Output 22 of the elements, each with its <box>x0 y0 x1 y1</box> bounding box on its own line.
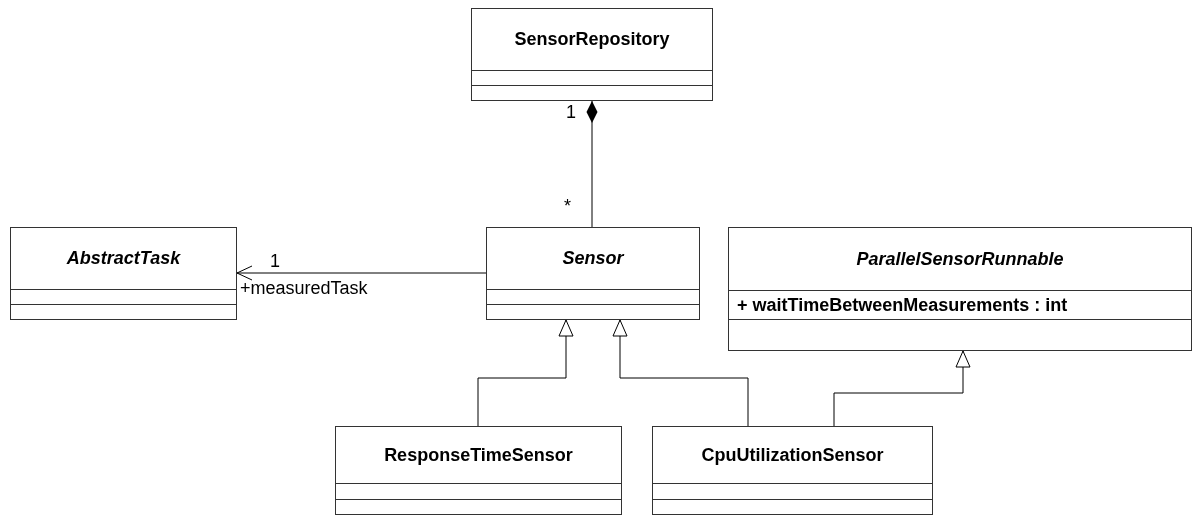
multiplicity-label: 1 <box>270 252 280 270</box>
association-arrow <box>236 265 487 281</box>
generalization-arrow <box>477 319 574 427</box>
attribute-text: + waitTimeBetweenMeasurements : int <box>737 293 1068 317</box>
generalization-arrow <box>612 319 749 427</box>
class-box <box>728 227 1192 351</box>
class-name: ResponseTimeSensor <box>384 443 573 467</box>
class-name: AbstractTask <box>66 247 181 270</box>
class-name: SensorRepository <box>514 28 670 51</box>
multiplicity-label: 1 <box>566 103 576 121</box>
class-box <box>10 227 237 320</box>
multiplicity-label: * <box>564 197 571 215</box>
class-name: Sensor <box>562 247 624 270</box>
class-box <box>335 426 622 515</box>
class-box <box>652 426 933 515</box>
multiplicity-label: +measuredTask <box>240 279 368 297</box>
class-box <box>486 227 700 320</box>
class-box <box>471 8 713 101</box>
class-name: CpuUtilizationSensor <box>701 443 884 467</box>
class-name: ParallelSensorRunnable <box>856 247 1064 271</box>
composition-line <box>586 100 598 228</box>
generalization-arrow <box>833 350 971 427</box>
